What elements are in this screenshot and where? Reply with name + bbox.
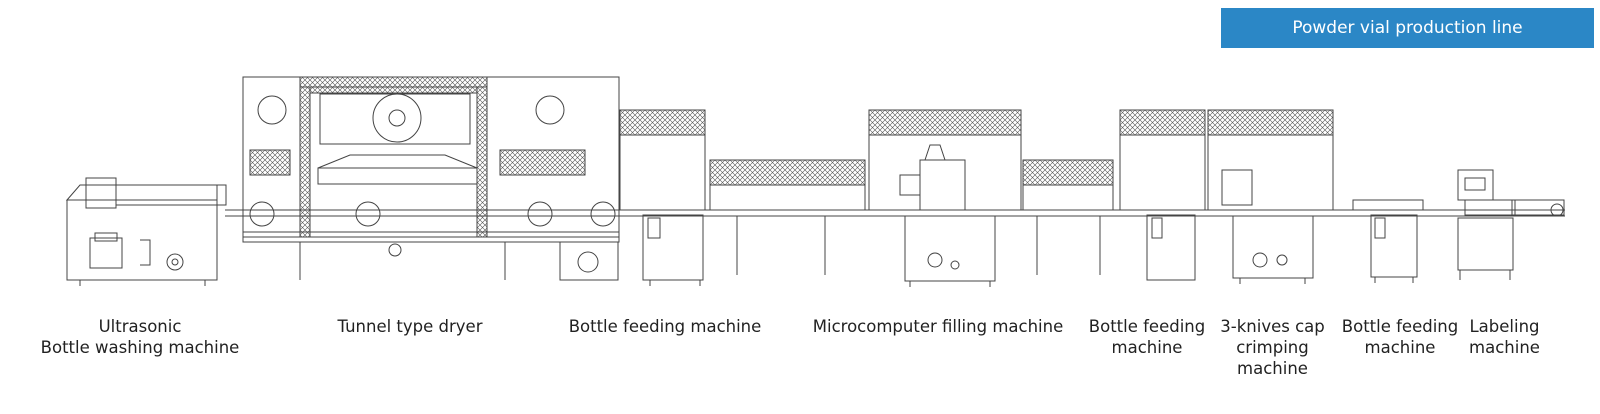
machine-label-washer: Ultrasonic Bottle washing machine — [40, 317, 240, 357]
bottle-feeder-drawing — [1119, 109, 1206, 281]
cap-crimper-drawing — [1207, 109, 1334, 284]
machine-label-filler: Microcomputer filling machine — [812, 317, 1064, 336]
machine-label-feeder-1: Bottle feeding machine — [568, 317, 762, 336]
labeling-machine-drawing — [1457, 169, 1565, 280]
filling-machine-drawing — [868, 109, 1022, 287]
machine-label-crimper: 3-knives cap crimping machine — [1220, 317, 1325, 378]
machine-label-labeler: Labeling machine — [1469, 317, 1540, 357]
tunnel-dryer-drawing — [242, 76, 620, 281]
conveyor-hood — [709, 159, 1114, 275]
page-title: Powder vial production line — [1292, 18, 1523, 38]
machine-label-dryer: Tunnel type dryer — [337, 317, 483, 336]
title-background — [1221, 8, 1594, 48]
ultrasonic-washer-drawing — [65, 177, 227, 286]
bottle-feeder-drawing — [619, 109, 706, 286]
conveyor-line — [225, 209, 1565, 217]
machine-label-feeder-2: Bottle feeding machine — [1088, 317, 1206, 357]
bottle-feeder-drawing — [1352, 199, 1424, 283]
machine-label-feeder-3: Bottle feeding machine — [1341, 317, 1459, 357]
